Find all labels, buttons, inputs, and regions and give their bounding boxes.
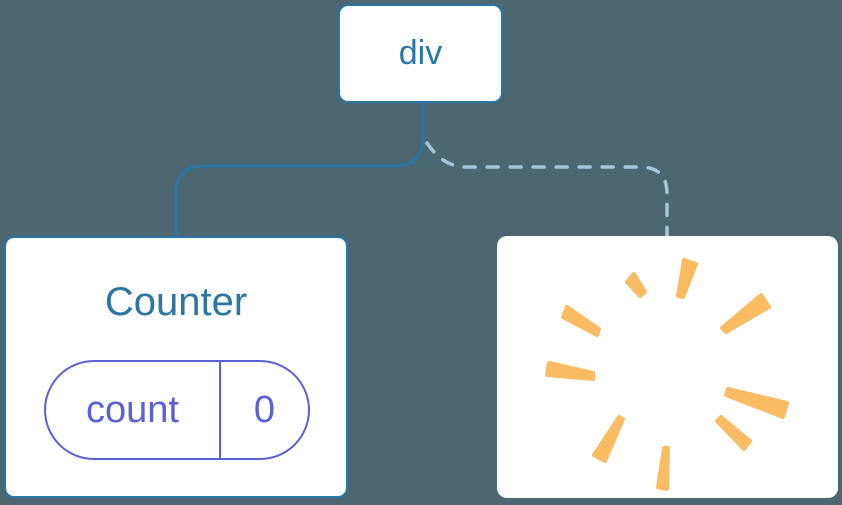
- state-pill-divider: [219, 362, 221, 458]
- counter-title: Counter: [104, 280, 248, 324]
- state-key-label: count: [86, 388, 179, 431]
- poof-spark: [656, 446, 670, 491]
- counter-component-node: Counter count 0: [4, 236, 348, 498]
- root-node-label: div: [398, 34, 443, 72]
- root-node-div: div: [338, 4, 503, 103]
- poof-spark: [545, 361, 595, 381]
- poof-icon: [545, 258, 789, 491]
- poof-spark: [625, 272, 647, 298]
- poof-spark: [592, 415, 625, 463]
- state-value: 0: [253, 388, 276, 431]
- poof-spark: [561, 305, 601, 337]
- removed-node: [497, 236, 838, 498]
- solid-connector-line: [174, 102, 425, 238]
- dashed-connector-line: [425, 141, 669, 240]
- poof-spark: [715, 415, 752, 451]
- poof-spark: [720, 293, 771, 334]
- poof-spark: [724, 387, 789, 419]
- poof-spark: [676, 258, 698, 299]
- state-pill: count 0: [44, 360, 310, 460]
